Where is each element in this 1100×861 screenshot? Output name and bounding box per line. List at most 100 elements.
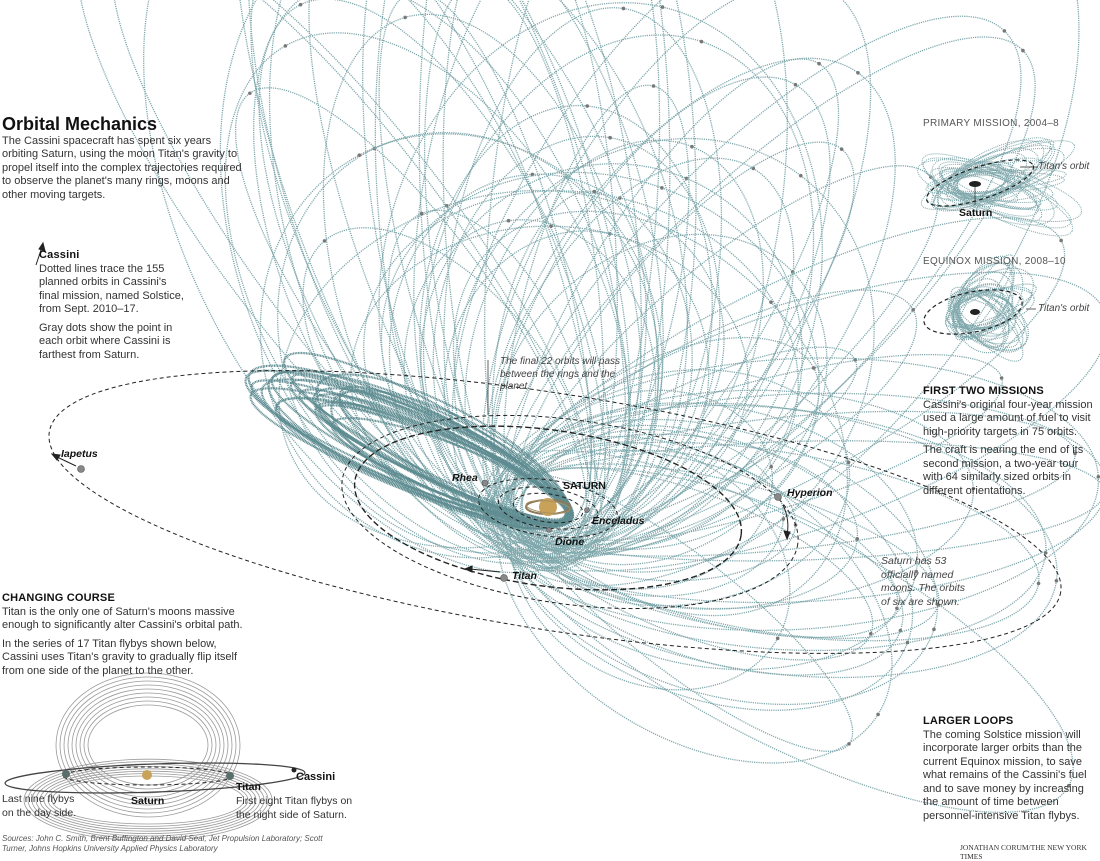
orbit-path [219,0,689,565]
first-two-p1: Cassini's original four-year mission use… [923,398,1093,438]
dione-marker [546,527,552,533]
flyby-orbit [23,758,273,842]
apoapsis-dot [817,61,821,66]
primary-mission-caption: PRIMARY MISSION, 2004–8 [923,118,1060,129]
apoapsis-dot [690,144,694,149]
rhea-marker [481,479,489,487]
apoapsis-dot [798,173,803,178]
orbit-path [374,0,697,570]
orbit-path [945,267,1034,338]
orbit-path [485,392,1100,604]
hyperion-label: Hyperion [787,487,833,499]
rhea-label: Rhea [452,472,478,484]
orbit-path [944,283,1037,328]
orbit-path [939,147,1040,208]
inset-left-note: Last nine flybys on the day side. [2,793,77,819]
orbit-path [949,162,1022,207]
orbit-path [247,0,632,569]
apoapsis-dot [1021,48,1025,53]
primary-titan-orbit-label: Titan's orbit [1038,161,1090,172]
hyperion-marker [774,493,782,501]
orbit-path [931,139,1055,210]
apoapsis-dot [1096,475,1100,479]
larger-loops-heading: LARGER LOOPS [923,715,1014,727]
saturn-label: SATURN [563,480,606,492]
orbit-path [946,286,1033,328]
apoapsis-dot [769,464,773,469]
apoapsis-dot [283,44,288,48]
apoapsis-dot [876,712,880,717]
apoapsis-dot [775,636,780,641]
orbit-path [936,139,1045,212]
apoapsis-dot [248,91,252,96]
flyby-orbit [27,761,269,839]
flyby-orbit [59,676,237,814]
orbit-path [505,58,840,550]
inset-saturn-label: Saturn [131,795,165,807]
apoapsis-dot [585,104,590,108]
intro-text: The Cassini spacecraft has spent six yea… [2,134,242,201]
orbit-path [921,153,1074,237]
equinox-titan-orbit-label: Titan's orbit [1038,303,1090,314]
orbit-path [926,172,1065,194]
apoapsis-dot [905,640,910,645]
flyby-orbit [35,766,261,835]
changing-course-block: CHANGING COURSE Titan is the only one of… [2,592,252,683]
titan-marker [500,574,508,582]
orbit-path [511,141,855,545]
flyby-orbit [55,672,241,818]
apoapsis-dot [895,606,899,611]
orbit-path [276,131,660,554]
apoapsis-dot [781,517,786,521]
apoapsis-dot [403,15,407,20]
orbit-path [952,290,1010,354]
orbit-path [318,404,568,521]
apoapsis-dot [847,742,851,746]
orbit-path [423,0,605,552]
hyperion-orbit [341,414,799,610]
flyby-orbit [75,692,221,798]
orbit-path [956,294,1014,329]
iapetus-label: Iapetus [61,448,98,460]
orbit-path [948,262,1024,339]
apoapsis-dot [651,84,656,88]
final-orbits-note: The final 22 orbits will pass between th… [500,356,621,392]
orbit-path [249,387,574,525]
inset-cassini-label: Cassini [296,771,336,783]
apoapsis-dot [769,300,773,304]
orbit-path [937,157,1044,202]
rhea-orbit [478,478,618,538]
moons-note: Saturn has 53 officially named moons. Th… [881,555,966,608]
first-two-p2: The craft is nearing the end of its seco… [923,444,1084,497]
flyby-orbit [79,696,217,794]
apoapsis-dot [793,82,798,87]
intro-block: Orbital Mechanics The Cassini spacecraft… [2,115,247,207]
direction-arrows [35,241,791,573]
moon-markers [77,465,782,582]
apoapsis-dot [999,376,1004,380]
credit: JONATHAN CORUM/THE NEW YORK TIMES [960,843,1087,861]
apoapsis-dot [660,5,665,9]
orbit-path [941,167,1038,210]
apoapsis-dot [911,308,915,312]
orbit-path [950,286,1024,362]
apoapsis-dot [1002,29,1007,33]
apoapsis-dot [869,631,873,636]
apoapsis-dot [419,211,424,216]
apoapsis-dot [298,2,303,7]
larger-loops-p1: The coming Solstice mission will incorpo… [923,728,1087,822]
orbit-path [953,166,1015,200]
apoapsis-dot [357,153,362,157]
orbit-path [950,287,1024,330]
first-two-heading: FIRST TWO MISSIONS [923,385,1044,397]
orbit-path [76,0,602,564]
first-two-missions-block: FIRST TWO MISSIONS Cassini's original fo… [923,385,1098,503]
orbit-path [938,161,1043,222]
apoapsis-dot [699,39,704,44]
apoapsis-dot [1054,579,1059,583]
primary-saturn-label: Saturn [959,207,993,219]
orbit-path [945,287,1035,329]
iapetus-orbit [48,370,1062,654]
orbit-path [956,161,1010,206]
